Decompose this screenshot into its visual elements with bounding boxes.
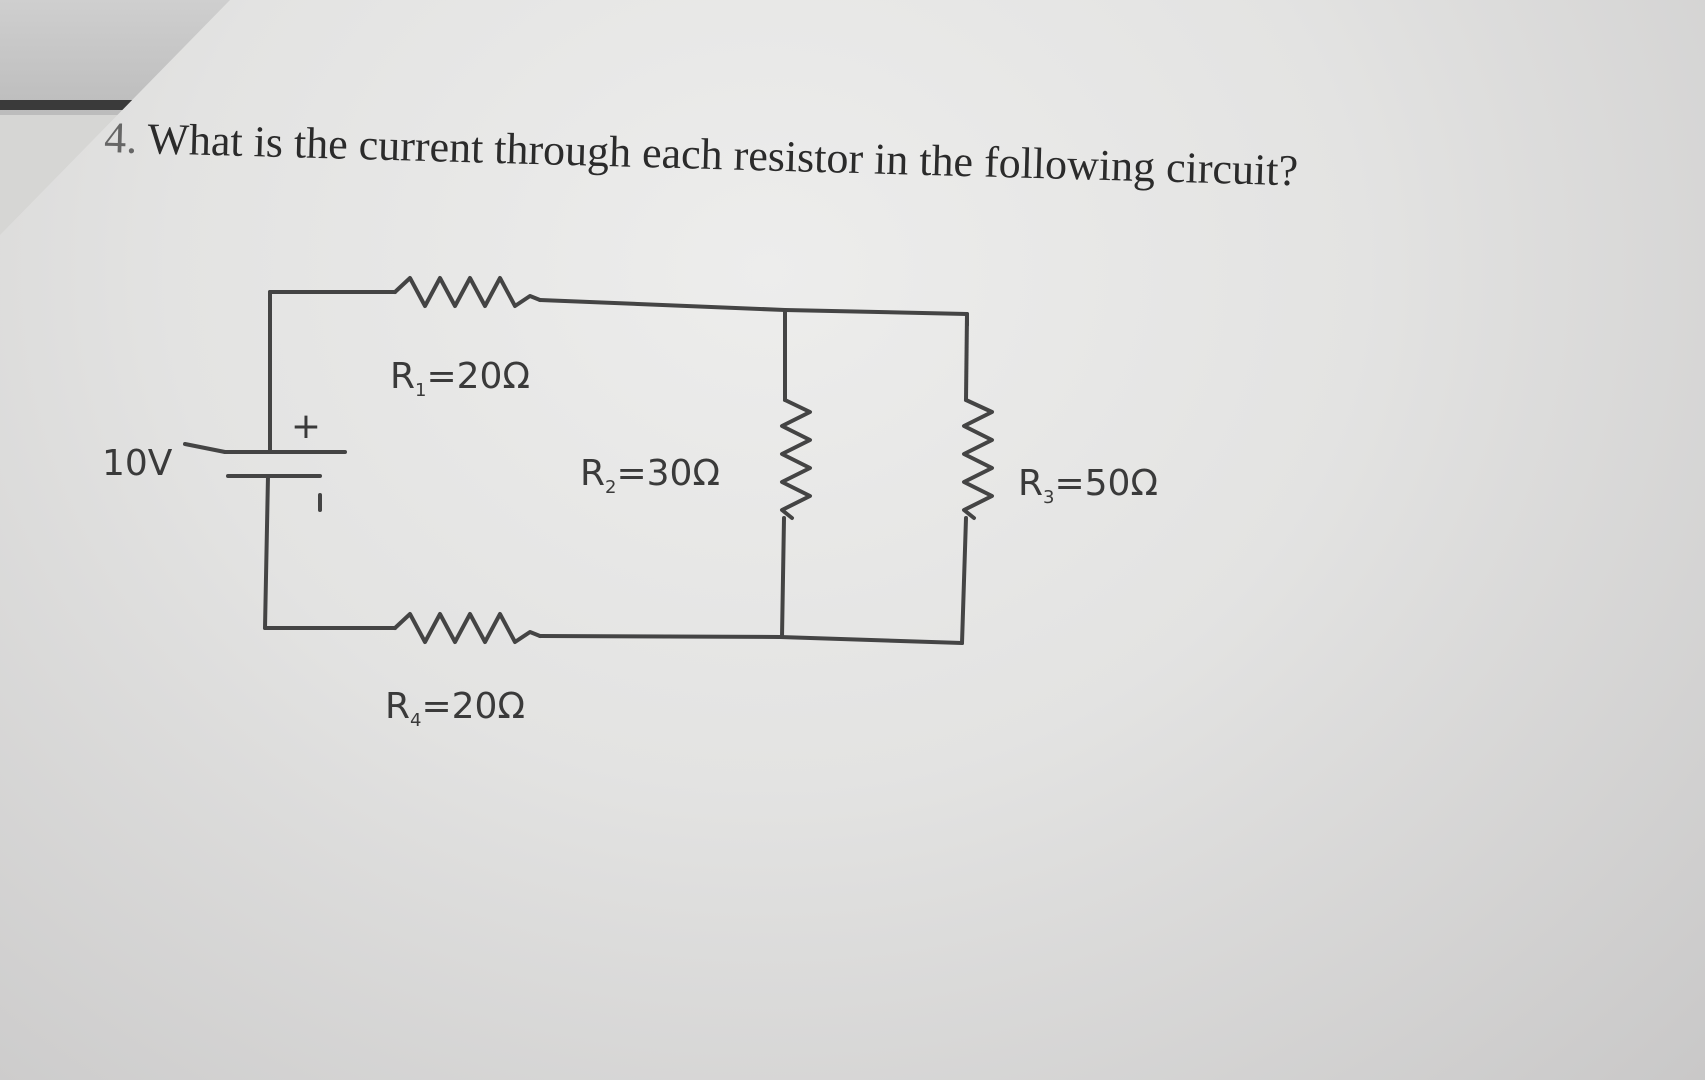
left-wire-lower — [263, 474, 270, 630]
r3-wire-top — [964, 312, 969, 402]
resistor-r3-symbol — [962, 398, 994, 520]
resistor-r1-symbol — [393, 276, 542, 308]
voltage-label: 10V — [102, 443, 173, 484]
resistor-r4-label: R4=20Ω — [385, 686, 525, 731]
resistor-r1-label: R1=20Ω — [390, 356, 530, 401]
resistor-r2-symbol — [780, 398, 812, 520]
bottom-wire-right — [538, 634, 964, 645]
desk-edge — [0, 100, 230, 110]
top-wire-right — [538, 298, 969, 327]
top-wire — [268, 290, 397, 332]
resistor-r2-label: R2=30Ω — [580, 453, 720, 498]
r2-wire-bottom — [780, 516, 786, 639]
resistor-r3-label: R3=50Ω — [1018, 463, 1158, 508]
battery-plus-label: + — [291, 406, 321, 447]
r3-wire-bottom — [960, 516, 968, 645]
resistor-r4-symbol — [393, 612, 542, 644]
voltage-leader-line — [183, 442, 227, 454]
